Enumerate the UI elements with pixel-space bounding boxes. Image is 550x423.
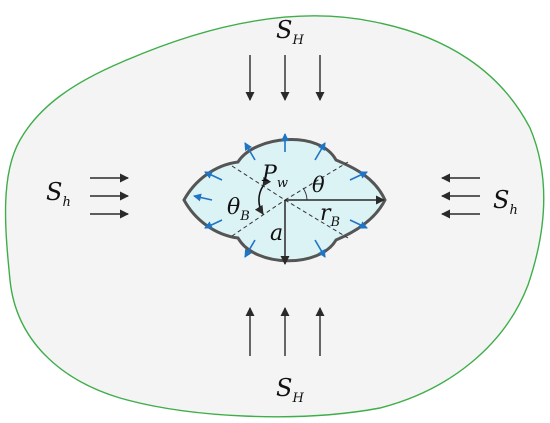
label-s-bottom: SH (276, 374, 304, 406)
bottom-stress-arrows (245, 307, 325, 356)
label-s-right: Sh (493, 186, 518, 218)
pressure-arrow (204, 219, 223, 229)
pressure-arrow (244, 142, 256, 161)
label-r-b: rB (320, 201, 340, 230)
label-theta-b: θB (227, 195, 250, 224)
pressure-arrow (193, 193, 213, 202)
theta-b-arc-icon (254, 176, 272, 215)
pressure-arrow (349, 219, 368, 229)
top-stress-arrows (245, 55, 325, 101)
label-a: a (270, 221, 283, 246)
pressure-arrow (204, 171, 223, 181)
pressure-arrow (314, 142, 326, 161)
label-pressure: Pw (261, 162, 288, 191)
left-stress-arrows (90, 173, 129, 219)
pressure-arrow (349, 171, 368, 181)
label-theta: θ (312, 173, 325, 197)
label-s-left: Sh (46, 178, 71, 210)
label-s-top: SH (276, 16, 304, 48)
right-stress-arrows (441, 173, 480, 219)
pressure-arrow (244, 239, 256, 258)
pressure-arrows (193, 133, 368, 258)
pressure-arrow (314, 239, 326, 258)
